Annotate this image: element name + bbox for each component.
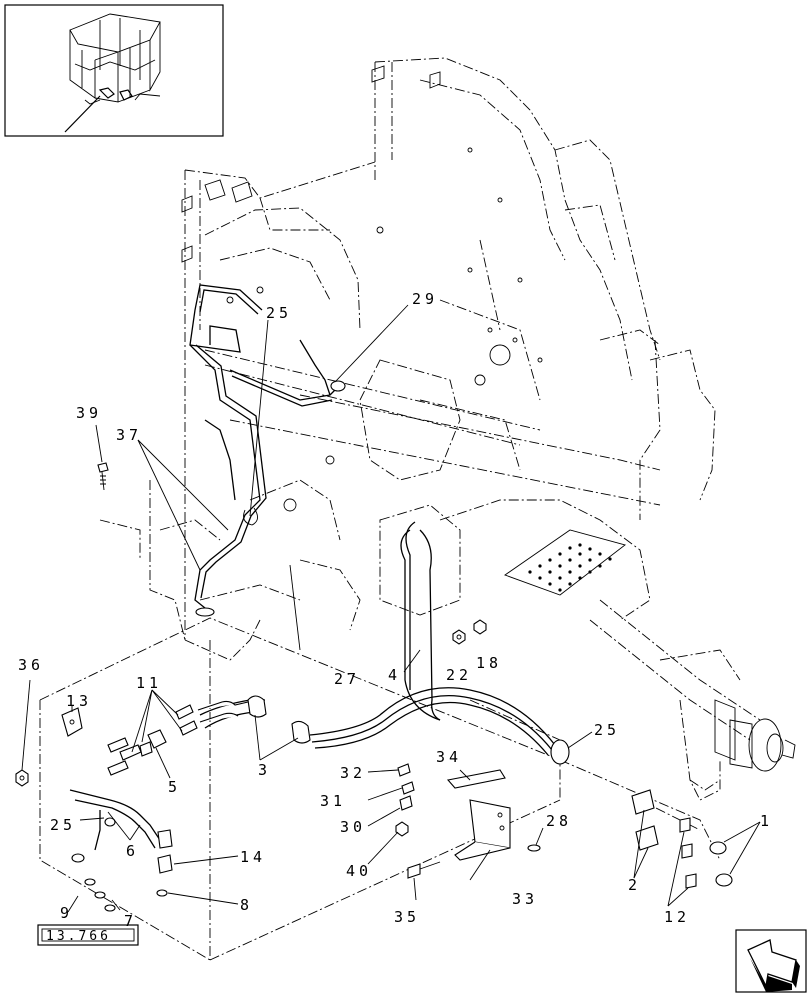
fittings bbox=[15, 462, 733, 912]
callout-31: 31 bbox=[320, 792, 346, 810]
reference-box-label: 13.766 bbox=[46, 929, 111, 944]
callout-1: 1 bbox=[760, 812, 773, 830]
callout-29: 29 bbox=[412, 290, 438, 308]
callout-9: 9 bbox=[60, 904, 73, 922]
reference-box[interactable]: 13.766 bbox=[37, 924, 139, 946]
machine-overview-icon bbox=[4, 4, 224, 137]
callout-25-left: 25 bbox=[50, 816, 76, 834]
callout-27: 27 bbox=[334, 670, 360, 688]
machine-frame bbox=[149, 57, 716, 661]
callout-labels: 1 2 3 4 5 6 7 8 9 11 12 13 14 18 22 25 2… bbox=[18, 290, 773, 930]
leader-lines bbox=[21, 304, 761, 913]
callout-5: 5 bbox=[168, 778, 181, 796]
callout-25-top: 25 bbox=[266, 304, 292, 322]
callout-22: 22 bbox=[446, 666, 472, 684]
driveline bbox=[379, 499, 796, 801]
callout-4: 4 bbox=[388, 666, 401, 684]
callout-32: 32 bbox=[340, 764, 366, 782]
callout-28: 28 bbox=[546, 812, 572, 830]
callout-8: 8 bbox=[240, 896, 253, 914]
callout-11: 11 bbox=[136, 674, 162, 692]
callout-7: 7 bbox=[124, 912, 137, 930]
callout-25-right: 25 bbox=[594, 721, 620, 739]
callout-34: 34 bbox=[436, 748, 462, 766]
callout-39: 39 bbox=[76, 404, 102, 422]
lower-hoses bbox=[199, 687, 556, 756]
hose-loop bbox=[400, 521, 441, 721]
callout-6: 6 bbox=[126, 842, 139, 860]
callout-2: 2 bbox=[628, 876, 641, 894]
callout-35: 35 bbox=[394, 908, 420, 926]
callout-33: 33 bbox=[512, 890, 538, 908]
callout-13: 13 bbox=[66, 692, 92, 710]
callout-37: 37 bbox=[116, 426, 142, 444]
callout-18: 18 bbox=[476, 654, 502, 672]
callout-30: 30 bbox=[340, 818, 366, 836]
callout-3: 3 bbox=[258, 761, 271, 779]
callout-14: 14 bbox=[240, 848, 266, 866]
hydraulic-tubes bbox=[189, 284, 346, 617]
direction-arrow-icon[interactable] bbox=[735, 929, 807, 993]
callout-12: 12 bbox=[664, 908, 690, 926]
callout-36: 36 bbox=[18, 656, 44, 674]
callout-40: 40 bbox=[346, 862, 372, 880]
